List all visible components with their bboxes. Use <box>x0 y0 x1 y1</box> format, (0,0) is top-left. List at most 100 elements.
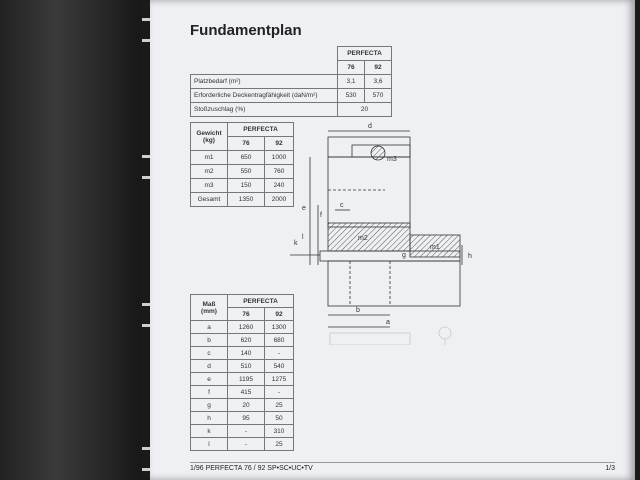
binder-spine <box>0 0 140 480</box>
label-k: k <box>294 240 298 247</box>
row-label: l <box>190 437 228 451</box>
cell: 1195 <box>227 372 265 386</box>
label-m2: m2 <box>358 235 368 242</box>
table-row: k-310 <box>190 424 294 438</box>
label-l: l <box>302 234 304 241</box>
machine-body <box>327 156 411 228</box>
col0-header: Gewicht (kg) <box>190 122 228 151</box>
row-label: f <box>190 385 228 399</box>
space-requirement-table: PERFECTA 76 92 Platzbedarf (m²) 3,1 3,6 … <box>190 46 392 117</box>
col-92: 92 <box>364 60 392 75</box>
table-header-row: PERFECTA <box>191 46 392 61</box>
label-m3: m3 <box>387 156 397 163</box>
label-g: g <box>402 252 406 259</box>
row-label: Erforderliche Deckentragfähigkeit (daN/m… <box>190 88 338 103</box>
row-label: c <box>190 346 228 360</box>
row-label: g <box>190 398 228 412</box>
cell: 415 <box>227 385 265 399</box>
mass-m3 <box>370 145 386 161</box>
cell: 1260 <box>227 320 265 334</box>
table-subheader-row: 76 92 <box>191 60 392 75</box>
row-label: m2 <box>190 164 228 179</box>
mass-m1 <box>409 234 461 258</box>
cell: - <box>227 424 265 438</box>
cell: 510 <box>227 359 265 373</box>
cell: 620 <box>227 333 265 347</box>
cell: 2000 <box>264 192 294 207</box>
col0-header: Maß (mm) <box>190 294 228 321</box>
row-label: Platzbedarf (m²) <box>190 74 338 89</box>
row-label: e <box>190 372 228 386</box>
machine-lower <box>327 260 461 307</box>
page-number: 1/3 <box>605 465 615 472</box>
document-page: Fundamentplan PERFECTA 76 92 Platzbedarf… <box>150 0 635 480</box>
cell: - <box>264 385 294 399</box>
table-row: Erforderliche Deckentragfähigkeit (daN/m… <box>190 88 392 103</box>
col-76: 76 <box>337 60 365 75</box>
table-header: PERFECTA <box>227 294 294 308</box>
foundation-drawing: d m3 e f c m2 m1 k l g h b <box>290 123 472 345</box>
label-m1: m1 <box>430 244 440 251</box>
label-a: a <box>386 319 390 326</box>
row-label: d <box>190 359 228 373</box>
label-b: b <box>356 307 360 314</box>
cell: 530 <box>337 88 365 103</box>
label-f: f <box>320 212 322 219</box>
faded-figure <box>329 326 452 345</box>
cell: 650 <box>227 150 265 165</box>
label-d: d <box>368 123 372 130</box>
cell: - <box>227 437 265 451</box>
label-c: c <box>340 202 344 209</box>
col-76: 76 <box>227 307 265 321</box>
cell: 3,1 <box>337 74 365 89</box>
row-label: h <box>190 411 228 425</box>
label-h: h <box>468 253 472 260</box>
cell: 550 <box>227 164 265 179</box>
machine-top <box>327 136 411 158</box>
cell: 1275 <box>264 372 294 386</box>
cell: 50 <box>264 411 294 425</box>
cell: 20 <box>227 398 265 412</box>
footer-text: 1/96 PERFECTA 76 / 92 SP•SC•UC•TV <box>190 465 313 472</box>
cell: 310 <box>264 424 294 438</box>
cell: - <box>264 346 294 360</box>
page-title: Fundamentplan <box>190 22 302 39</box>
mass-m2 <box>327 222 411 252</box>
row-label: k <box>190 424 228 438</box>
row-label: Gesamt <box>190 192 228 207</box>
table-row: Stoßzuschlag (%) 20 <box>190 102 392 117</box>
table-header: PERFECTA <box>337 46 392 61</box>
row-label: a <box>190 320 228 334</box>
cell: 20 <box>337 102 392 117</box>
row-label: m1 <box>190 150 228 165</box>
label-e: e <box>302 205 306 212</box>
cell: 3,6 <box>364 74 392 89</box>
table-row: Platzbedarf (m²) 3,1 3,6 <box>190 74 392 89</box>
page-footer: 1/96 PERFECTA 76 / 92 SP•SC•UC•TV 1/3 <box>190 462 615 472</box>
cell: 95 <box>227 411 265 425</box>
cell: 140 <box>227 346 265 360</box>
cell: 540 <box>264 359 294 373</box>
cell: 150 <box>227 178 265 193</box>
table-row: l-25 <box>190 437 294 451</box>
cell: 25 <box>264 398 294 412</box>
cell: 1350 <box>227 192 265 207</box>
row-label: Stoßzuschlag (%) <box>190 102 338 117</box>
cell: 25 <box>264 437 294 451</box>
cell: 570 <box>364 88 392 103</box>
col-76: 76 <box>227 136 265 151</box>
